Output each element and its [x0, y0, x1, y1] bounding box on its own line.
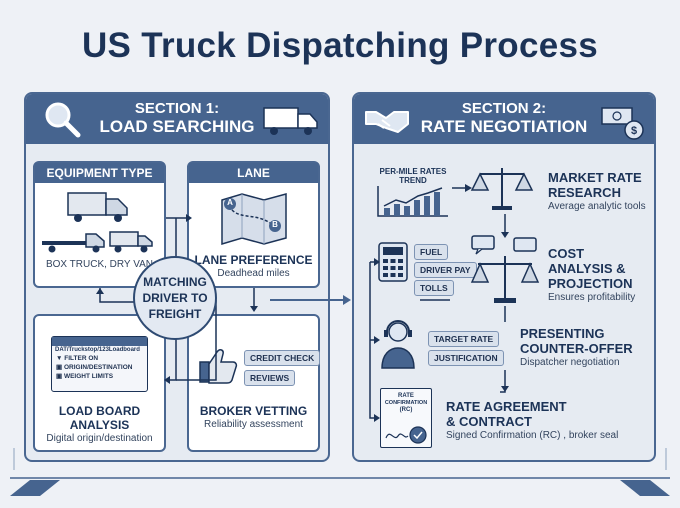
lane-preference-title: LANE PREFERENCE	[194, 253, 313, 267]
per-mile-rates-label-2: TREND	[399, 176, 427, 185]
equipment-type-card: EQUIPMENT TYPE BOX TRUCK, DRY VAN	[33, 161, 166, 288]
origin-destination-label: ORIGIN/DESTINATION	[63, 364, 133, 371]
chat-bubbles-icon	[471, 235, 537, 255]
fuel-tag: FUEL	[414, 244, 449, 260]
list-item: ▼ FILTER ON	[56, 355, 99, 362]
load-board-url: DAT/Truckstop/123Loadboard	[55, 347, 140, 353]
list-item: ▣ ORIGIN/DESTINATION	[56, 364, 133, 371]
cost-analysis-title-3: PROJECTION	[548, 276, 633, 291]
weight-limits-label: WEIGHT LIMITS	[63, 373, 114, 380]
load-board-title-1: LOAD BOARD	[58, 404, 141, 418]
load-board-window: DAT/Truckstop/123Loadboard ▼ FILTER ON ▣…	[51, 336, 148, 392]
dry-van-icon	[109, 231, 153, 253]
equipment-caption: BOX TRUCK, DRY VAN	[45, 259, 154, 270]
section-1-title: LOAD SEARCHING	[99, 117, 255, 136]
marker-b-label: B	[272, 220, 278, 229]
rc-doc-line-2: CONFIRMATION	[384, 400, 428, 406]
page-title: US Truck Dispatching Process	[81, 26, 599, 65]
rc-doc-line-3: (RC)	[399, 407, 413, 413]
market-rate-title-2: RESEARCH	[548, 185, 621, 200]
tolls-tag: TOLLS	[414, 280, 454, 296]
magnifier-icon	[45, 102, 81, 138]
rc-doc-line-1: RATE	[398, 393, 414, 399]
market-rate-title-1: MARKET RATE	[548, 170, 642, 185]
signature-seal-icon	[385, 426, 427, 444]
section-2-title: RATE NEGOTIATION	[420, 117, 588, 136]
broker-vetting-subtitle: Reliability assessment	[204, 419, 303, 430]
calculator-icon	[378, 242, 408, 282]
broker-vetting-title: BROKER VETTING	[199, 404, 308, 418]
filter-on-label: FILTER ON	[64, 355, 99, 362]
flatbed-truck-icon	[42, 233, 105, 253]
counter-offer-title-2: COUNTER-OFFER	[520, 341, 633, 356]
balanced-scales-icon	[470, 256, 540, 303]
section-2-header: SECTION 2: RATE NEGOTIATION	[354, 94, 654, 144]
box-truck-header-icon	[263, 107, 318, 135]
map-icon	[221, 193, 287, 246]
rate-agreement-subtitle: Signed Confirmation (RC) , broker seal	[446, 430, 619, 441]
cost-analysis-subtitle: Ensures profitability	[548, 292, 636, 303]
cost-analysis-title-1: COST	[548, 246, 585, 261]
rate-trend-chart-icon	[377, 186, 448, 217]
reviews-tag: REVIEWS	[244, 370, 296, 386]
handshake-icon	[365, 111, 409, 133]
matching-driver-to-freight-hub: MATCHING DRIVER TO FREIGHT	[133, 256, 217, 340]
load-board-card: DAT/Truckstop/123Loadboard ▼ FILTER ON ▣…	[33, 314, 166, 452]
list-item: ▣ WEIGHT LIMITS	[56, 373, 114, 380]
rate-confirmation-document: RATE CONFIRMATION (RC)	[380, 388, 432, 448]
dispatcher-headset-icon	[381, 320, 415, 369]
load-board-subtitle: Digital origin/destination	[46, 433, 153, 444]
rate-agreement-title-2: & CONTRACT	[446, 414, 532, 429]
marker-a-label: A	[227, 198, 233, 207]
load-board-window-bar	[52, 337, 147, 346]
money-stack-icon: $	[601, 107, 644, 140]
box-truck-icon	[67, 192, 128, 222]
scales-icon	[470, 168, 534, 210]
load-board-title-2: ANALYSIS	[69, 418, 130, 432]
svg-text:$: $	[631, 125, 637, 137]
market-rate-subtitle: Average analytic tools	[548, 201, 646, 212]
counter-offer-subtitle: Dispatcher negotiation	[520, 357, 620, 368]
credit-check-tag: CREDIT CHECK	[244, 350, 321, 366]
cost-analysis-title-2: ANALYSIS &	[548, 261, 626, 276]
section-1-number: SECTION 1:	[134, 100, 220, 117]
justification-tag: JUSTIFICATION	[428, 350, 504, 366]
driver-pay-tag: DRIVER PAY	[414, 262, 477, 278]
target-rate-tag: TARGET RATE	[428, 331, 500, 347]
per-mile-rates-label-1: PER-MILE RATES	[379, 167, 447, 176]
equipment-type-header: EQUIPMENT TYPE	[35, 163, 164, 183]
counter-offer-title-1: PRESENTING	[520, 326, 605, 341]
lane-header: LANE	[189, 163, 318, 183]
lane-preference-subtitle: Deadhead miles	[217, 268, 290, 279]
rate-agreement-title-1: RATE AGREEMENT	[446, 399, 567, 414]
section-2-number: SECTION 2:	[461, 100, 547, 117]
load-board-filter-list: ▼ FILTER ON ▣ ORIGIN/DESTINATION ▣ WEIGH…	[52, 354, 147, 381]
